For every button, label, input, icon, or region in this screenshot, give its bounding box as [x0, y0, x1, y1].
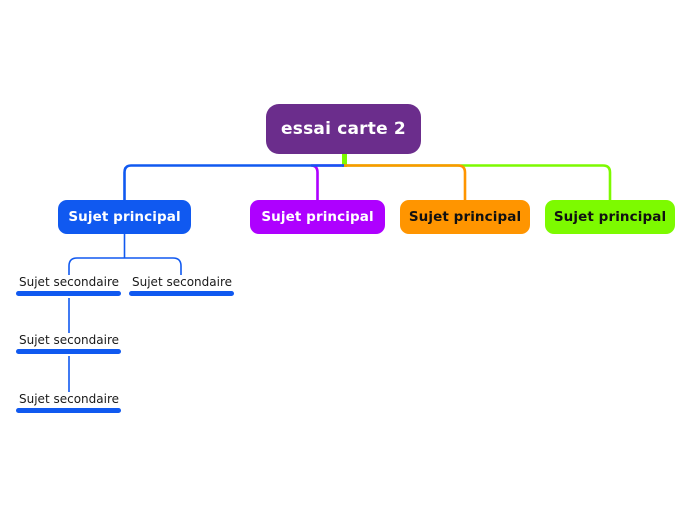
main-topic-node-4[interactable]: Sujet principal: [545, 200, 675, 234]
sub-topic-underline-4: [16, 408, 121, 413]
sub-topic-node-2[interactable]: Sujet secondaire: [129, 275, 235, 296]
main-topic-label-2: Sujet principal: [261, 209, 374, 225]
sub-topic-underline-3: [16, 349, 121, 354]
sub-topic-node-4[interactable]: Sujet secondaire: [16, 392, 122, 413]
sub-topic-node-3[interactable]: Sujet secondaire: [16, 333, 122, 354]
connector-sub-fork-right: [124, 257, 182, 275]
sub-topic-label-3: Sujet secondaire: [19, 333, 119, 347]
connector-branch-orange: [344, 164, 467, 200]
main-topic-label-4: Sujet principal: [553, 209, 667, 225]
root-topic-label: essai carte 2: [281, 119, 406, 139]
sub-topic-underline-2: [129, 291, 234, 296]
sub-topic-label-4: Sujet secondaire: [19, 392, 119, 406]
main-topic-label-1: Sujet principal: [68, 209, 181, 225]
connector-sub-fork-left: [68, 257, 125, 275]
sub-topic-underline-1: [16, 291, 121, 296]
root-topic-node[interactable]: essai carte 2: [266, 104, 421, 154]
main-topic-node-3[interactable]: Sujet principal: [400, 200, 530, 234]
connector-branch-magenta: [310, 164, 344, 200]
main-topic-node-1[interactable]: Sujet principal: [58, 200, 191, 234]
main-topic-node-2[interactable]: Sujet principal: [250, 200, 385, 234]
connector-branch-blue: [123, 164, 344, 200]
sub-topic-node-1[interactable]: Sujet secondaire: [16, 275, 122, 296]
sub-topic-label-2: Sujet secondaire: [132, 275, 232, 289]
connector-trunk-green: [344, 164, 612, 200]
sub-topic-label-1: Sujet secondaire: [19, 275, 119, 289]
main-topic-label-3: Sujet principal: [408, 209, 522, 225]
